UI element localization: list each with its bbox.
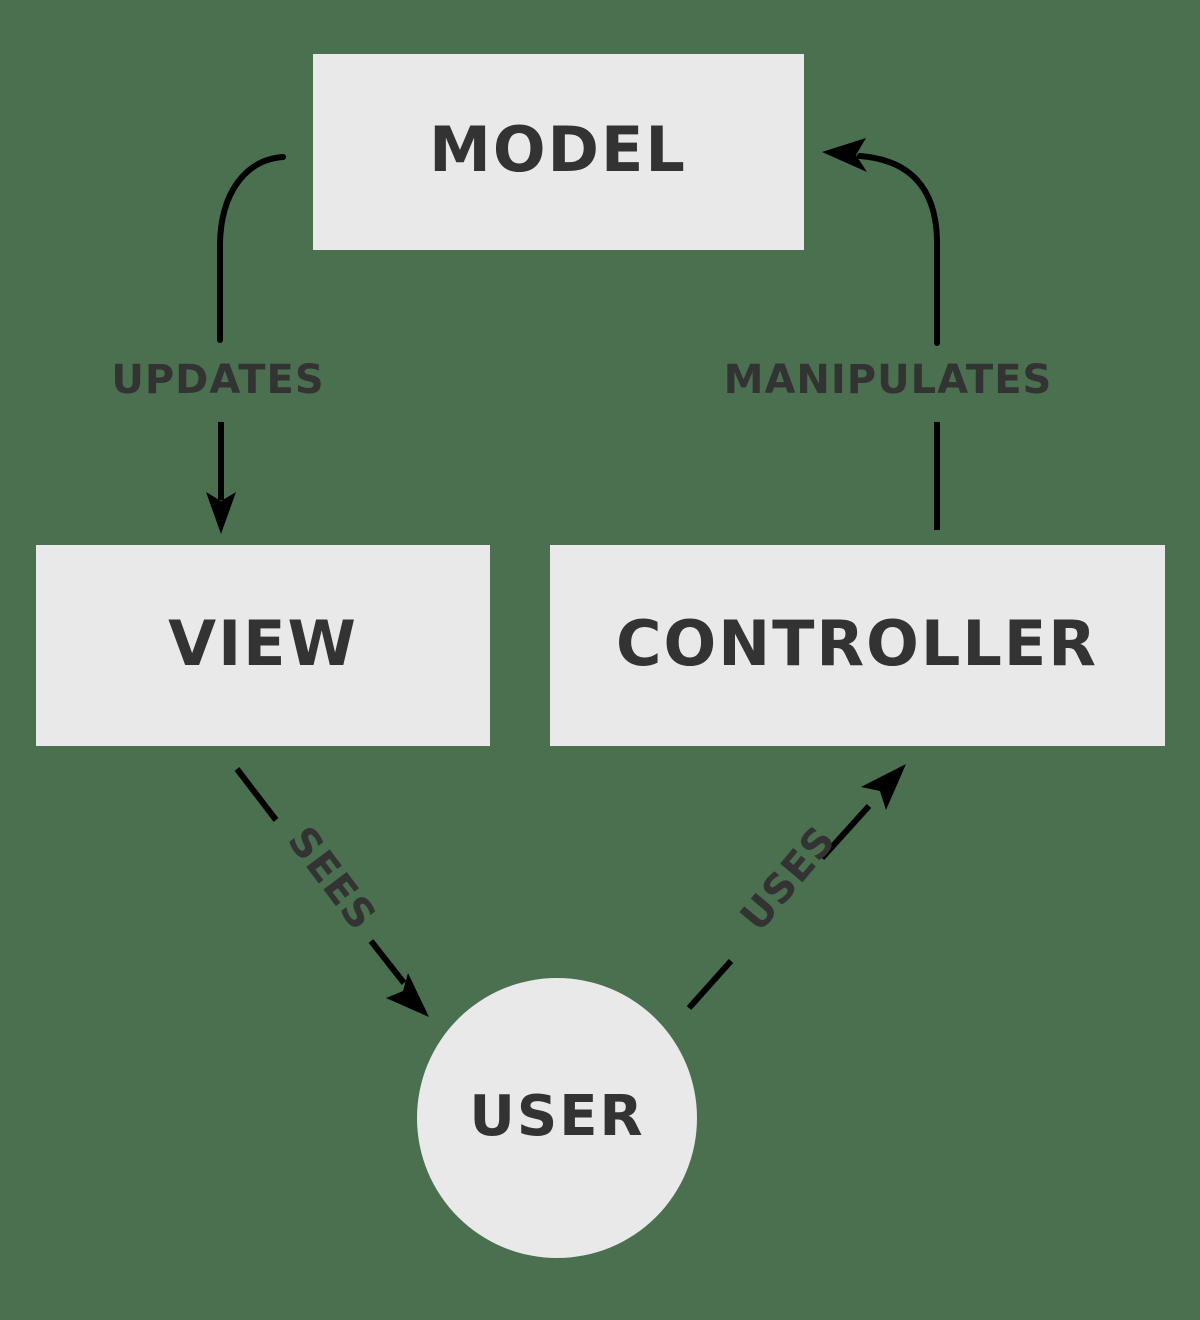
controller-box-shape	[550, 545, 1165, 746]
edge-user-uses-controller	[686, 764, 906, 1010]
sees-arrowhead-icon	[386, 973, 429, 1017]
edge-label-uses: USES	[732, 817, 845, 940]
edge-label-updates: UPDATES	[111, 357, 324, 403]
manipulates-edge-upper-segment	[857, 153, 940, 346]
node-user[interactable]: USER	[417, 978, 697, 1258]
controller-box-label: CONTROLLER	[616, 607, 1098, 680]
model-box-shape	[313, 54, 804, 250]
node-model[interactable]: MODEL	[313, 54, 804, 250]
view-box-shape	[36, 545, 490, 746]
updates-arrowhead-icon	[206, 492, 236, 534]
edge-controller-manipulates-model	[822, 138, 940, 530]
user-circle-label: USER	[469, 1084, 644, 1149]
node-controller[interactable]: CONTROLLER	[550, 545, 1165, 746]
uses-edge-upper-segment	[819, 803, 872, 861]
view-box-label: VIEW	[168, 607, 358, 680]
edge-user-sees-view	[234, 767, 429, 1017]
uses-arrowhead-icon	[861, 764, 906, 810]
edge-label-sees: SEES	[278, 819, 385, 940]
sees-edge-upper-segment	[234, 767, 279, 822]
user-circle-shape	[417, 978, 697, 1258]
updates-edge-upper-segment	[217, 154, 286, 343]
edge-label-manipulates: MANIPULATES	[724, 357, 1053, 403]
model-box-label: MODEL	[429, 113, 687, 186]
node-view[interactable]: VIEW	[36, 545, 490, 746]
manipulates-arrowhead-icon	[822, 138, 867, 172]
sees-edge-lower-segment	[368, 939, 407, 985]
uses-edge-lower-segment	[686, 959, 734, 1010]
edge-model-updates-view	[206, 154, 286, 534]
